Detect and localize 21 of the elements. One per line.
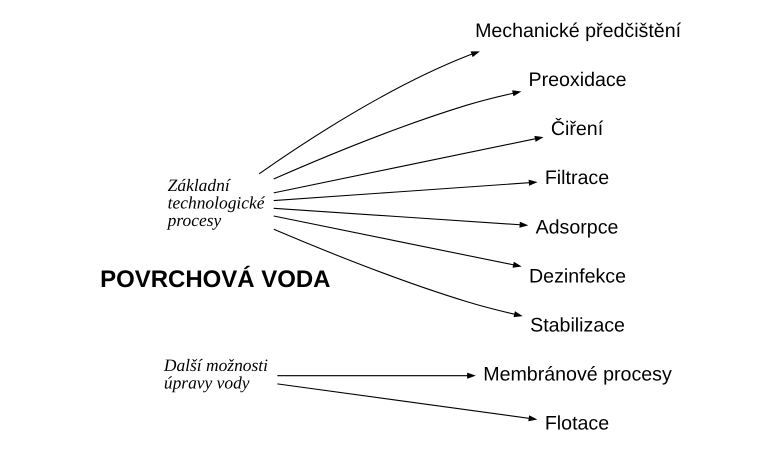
arrow <box>274 136 544 194</box>
label: POVRCHOVÁ VODA <box>100 266 330 293</box>
node-text: Mechanické předčištění <box>475 20 682 42</box>
arrow <box>277 372 476 379</box>
node-text: Čiření <box>550 118 604 140</box>
node-text: Preoxidace <box>528 69 627 92</box>
node-text: Další možnosti úpravy vody <box>164 355 268 393</box>
node-text: Základní technologické procesy <box>168 175 264 230</box>
arrow <box>274 228 523 318</box>
arrow <box>274 180 538 202</box>
node-text: Filtrace <box>544 167 610 190</box>
arrow <box>258 51 480 174</box>
node-text: Flotace <box>544 412 610 435</box>
arrow <box>277 383 538 422</box>
arrow <box>274 208 528 228</box>
node-text: Membránové procesy <box>483 363 672 386</box>
node-text: Adsorpce <box>536 216 618 238</box>
arrow <box>274 215 522 268</box>
node-text: Dezinfekce <box>529 265 626 288</box>
arrow <box>273 90 522 180</box>
node-text: Stabilizace <box>530 314 625 336</box>
